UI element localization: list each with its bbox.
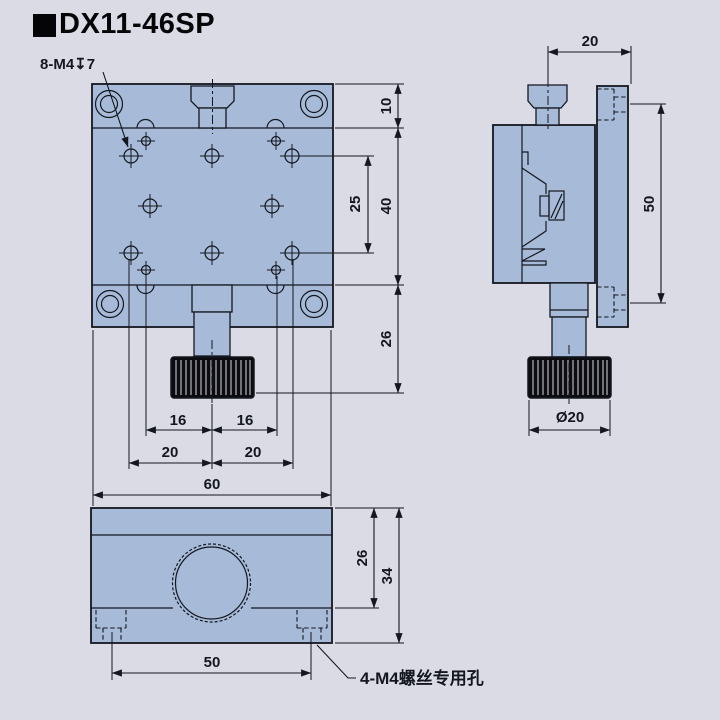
side-body xyxy=(492,124,596,284)
dim-10: 10 xyxy=(378,98,395,115)
dim-16-left: 16 xyxy=(170,412,187,429)
dim-knob-diameter: Ø20 xyxy=(556,409,584,426)
knob-shaft xyxy=(191,284,233,313)
dim-20-side: 20 xyxy=(582,33,599,50)
side-view xyxy=(492,78,629,404)
bottom-dimensions: 26 34 50 xyxy=(111,507,404,680)
bottom-view xyxy=(90,507,333,644)
knob-shaft xyxy=(193,311,231,357)
front-view xyxy=(91,79,334,404)
notch-arc xyxy=(266,118,285,129)
drawing-title-text: DX11-46SP xyxy=(59,8,216,40)
dim-34: 34 xyxy=(379,567,396,584)
bottom-body xyxy=(90,507,333,644)
knob-end-circle xyxy=(174,546,249,620)
dim-26-bottom: 26 xyxy=(354,550,371,567)
front-dimensions: 10 40 26 25 16 16 20 20 60 xyxy=(92,83,404,506)
dim-25: 25 xyxy=(347,196,364,213)
dovetail-section xyxy=(521,151,565,266)
knurl-texture xyxy=(175,360,251,395)
knob-end-knurl xyxy=(171,543,252,623)
label-top-holes: 8-M4↧7 xyxy=(40,56,95,73)
notch-arc xyxy=(266,284,285,295)
side-knob-shaft xyxy=(549,282,589,318)
hidden-screw-holes xyxy=(95,610,328,642)
side-dimensions: 20 50 Ø20 xyxy=(528,33,666,436)
leader-annotations: 8-M4↧7 4-M4螺丝专用孔 xyxy=(40,56,484,688)
dim-60: 60 xyxy=(204,476,221,493)
title-square-icon xyxy=(33,14,56,37)
side-mount-plate xyxy=(596,85,629,328)
dim-50-bottom: 50 xyxy=(204,654,221,671)
label-bottom-holes: 4-M4螺丝专用孔 xyxy=(360,668,484,688)
dim-16-right: 16 xyxy=(237,412,254,429)
dim-26-front: 26 xyxy=(378,331,395,348)
dim-40: 40 xyxy=(378,198,395,215)
dim-20-right: 20 xyxy=(245,444,262,461)
drawing-title: DX11-46SP xyxy=(33,8,215,41)
dim-50-side: 50 xyxy=(641,196,658,213)
dim-20-left: 20 xyxy=(162,444,179,461)
knurl-texture xyxy=(532,360,608,395)
hidden-plate-holes xyxy=(597,88,628,318)
notch-arc xyxy=(136,118,155,129)
